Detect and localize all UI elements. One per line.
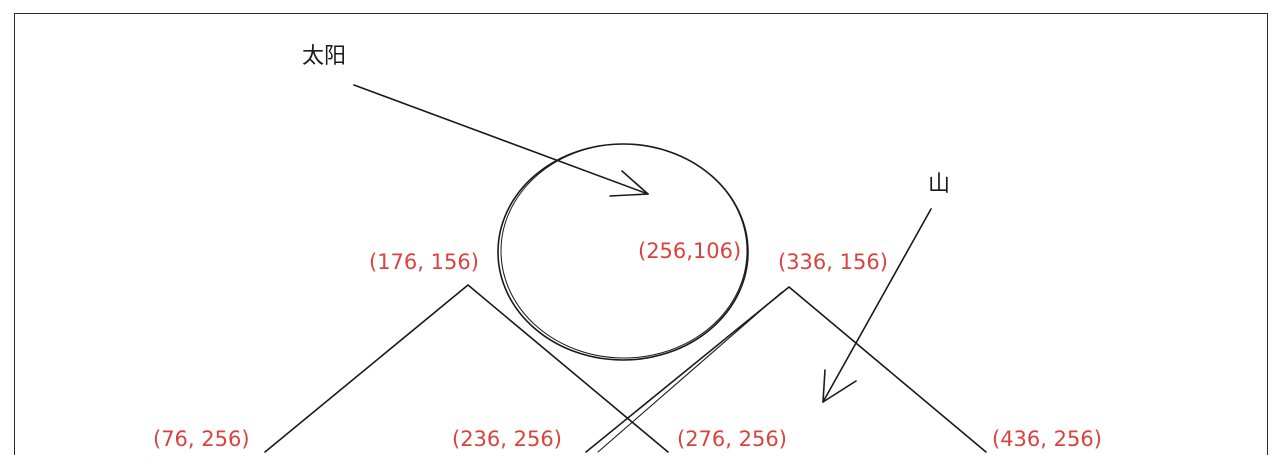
sun-arrow-line xyxy=(353,84,649,195)
mountain-arrow-head xyxy=(822,369,857,403)
right-mountain-overstroke xyxy=(597,291,783,453)
right-peak-coordinate: (336, 156) xyxy=(778,250,888,274)
right-mountain xyxy=(585,286,987,453)
mountain-annotation: 山 xyxy=(928,172,951,197)
sun-center-coordinate: (256,106) xyxy=(638,239,742,263)
sun-circle-overstroke xyxy=(500,143,748,359)
mountain-arrow-line xyxy=(822,208,932,403)
sun-annotation: 太阳 xyxy=(302,44,347,69)
left-base-left-coordinate: (76, 256) xyxy=(153,427,250,451)
right-base-right-coordinate: (436, 256) xyxy=(992,427,1102,451)
right-base-inner-coordinate: (276, 256) xyxy=(677,427,787,451)
left-mountain xyxy=(264,284,669,453)
left-peak-coordinate: (176, 156) xyxy=(369,250,479,274)
canvas-frame xyxy=(14,13,1268,455)
left-base-inner-coordinate: (236, 256) xyxy=(452,427,562,451)
sun-arrow-head xyxy=(609,170,649,197)
